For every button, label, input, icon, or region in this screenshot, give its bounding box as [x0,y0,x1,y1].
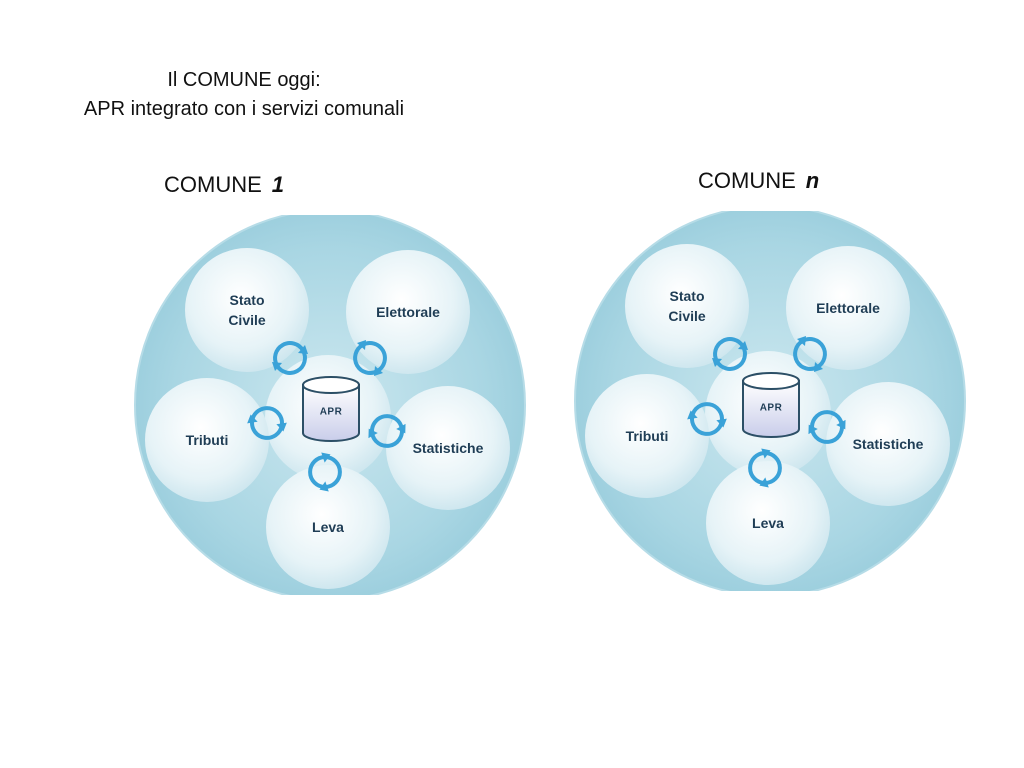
comune-1-label: COMUNE 1 [164,172,284,198]
service-label-tributi: Tributi [185,432,229,448]
cluster-graphic [134,215,526,595]
title-line-2: APR integrato con i servizi comunali [83,98,405,120]
service-label-line: Stato [669,288,705,304]
service-bubble-tributi [145,378,269,502]
refresh-arrows-icon [793,336,827,372]
service-bubble-stato-civile [185,248,309,372]
service-label-statistiche: Statistiche [852,436,924,452]
service-bubble-tributi [585,374,709,498]
comune-n-name: COMUNE [698,168,796,193]
refresh-arrows-icon [308,452,342,492]
database-icon [302,376,360,442]
service-label-line: Stato [229,292,265,308]
service-bubble-statistiche [386,386,510,510]
service-label-tributi: Tributi [625,428,669,444]
refresh-arrows-icon [368,414,406,448]
refresh-arrows-icon [272,341,308,375]
refresh-arrows-icon [712,337,748,371]
refresh-arrows-icon [808,410,846,444]
apr-label: APR [319,406,343,418]
slide-title: Il COMUNE oggi: APR integrato con i serv… [0,66,488,124]
database-icon [742,372,800,438]
comune-1-name: COMUNE [164,172,262,197]
service-label-leva: Leva [752,515,784,531]
apr-label: APR [759,402,783,414]
service-bubble-leva [266,465,390,589]
refresh-arrows-icon [353,340,387,376]
refresh-arrows-icon [687,402,727,436]
cluster-graphic [574,211,966,591]
service-label-statistiche: Statistiche [412,440,484,456]
service-bubble-leva [706,461,830,585]
service-label-elettorale: Elettorale [816,300,880,316]
service-label-line: Civile [228,312,266,328]
comune-1-index: 1 [271,172,285,197]
service-label-line: Civile [668,308,706,324]
service-label-elettorale: Elettorale [376,304,440,320]
refresh-arrows-icon [748,448,782,488]
title-line-1: Il COMUNE oggi: [167,69,321,91]
comune-n-index: n [805,168,820,193]
service-bubble-statistiche [826,382,950,506]
refresh-arrows-icon [247,406,287,440]
service-bubble-stato-civile [625,244,749,368]
service-label-leva: Leva [312,519,344,535]
comune-n-label: COMUNE n [698,168,819,194]
